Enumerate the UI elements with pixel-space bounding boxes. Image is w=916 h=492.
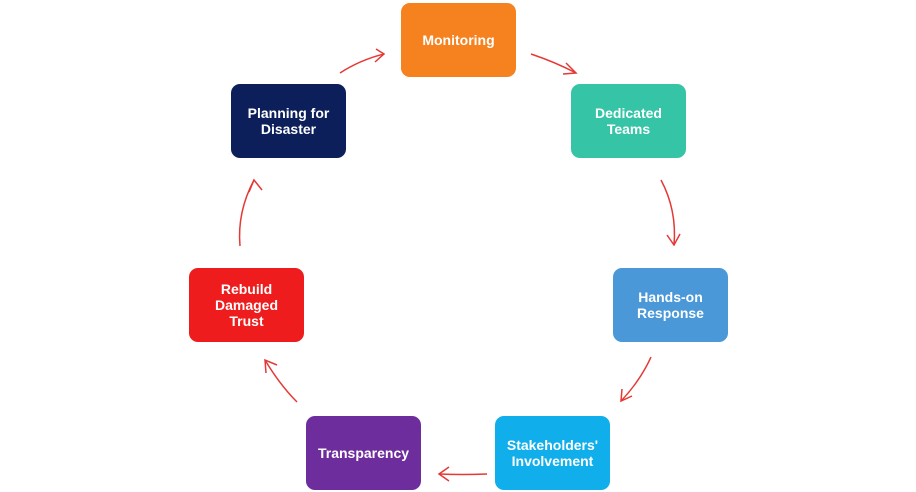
node-planning-for-disaster: Planning for Disaster: [231, 84, 346, 158]
node-stakeholders-involvement: Stakeholders' Involvement: [495, 416, 610, 490]
node-label-transparency: Transparency: [317, 445, 410, 461]
node-monitoring: Monitoring: [401, 3, 516, 77]
arrowhead-monitoring: [374, 48, 386, 63]
arrowhead-hands-on-response: [666, 233, 681, 247]
node-dedicated-teams: Dedicated Teams: [571, 84, 686, 158]
node-label-hands-on-response: Hands-on Response: [637, 289, 704, 321]
node-label-monitoring: Monitoring: [422, 32, 495, 48]
arrowhead-dedicated-teams: [562, 62, 578, 75]
arrow-dedicated-teams-to-hands-on-response: [660, 179, 676, 246]
node-transparency: Transparency: [306, 416, 421, 490]
node-label-stakeholders-involvement: Stakeholders' Involvement: [506, 437, 599, 469]
node-label-planning-for-disaster: Planning for Disaster: [247, 105, 330, 137]
arrowhead-planning-for-disaster: [248, 178, 263, 193]
arrow-planning-for-disaster-to-monitoring: [339, 53, 385, 74]
arrow-rebuild-damaged-trust-to-planning-for-disaster: [238, 179, 255, 247]
arrow-hands-on-response-to-stakeholders-involvement: [620, 356, 652, 402]
arrow-transparency-to-rebuild-damaged-trust: [264, 359, 298, 403]
node-rebuild-damaged-trust: Rebuild Damaged Trust: [189, 268, 304, 342]
node-label-rebuild-damaged-trust: Rebuild Damaged Trust: [214, 281, 279, 329]
arrow-monitoring-to-dedicated-teams: [530, 53, 577, 74]
arrowhead-rebuild-damaged-trust: [264, 358, 278, 374]
node-label-dedicated-teams: Dedicated Teams: [595, 105, 662, 137]
arrow-stakeholders-involvement-to-transparency: [438, 473, 488, 476]
arrowhead-stakeholders-involvement: [620, 388, 633, 403]
node-hands-on-response: Hands-on Response: [613, 268, 728, 342]
arrowhead-transparency: [437, 466, 450, 482]
